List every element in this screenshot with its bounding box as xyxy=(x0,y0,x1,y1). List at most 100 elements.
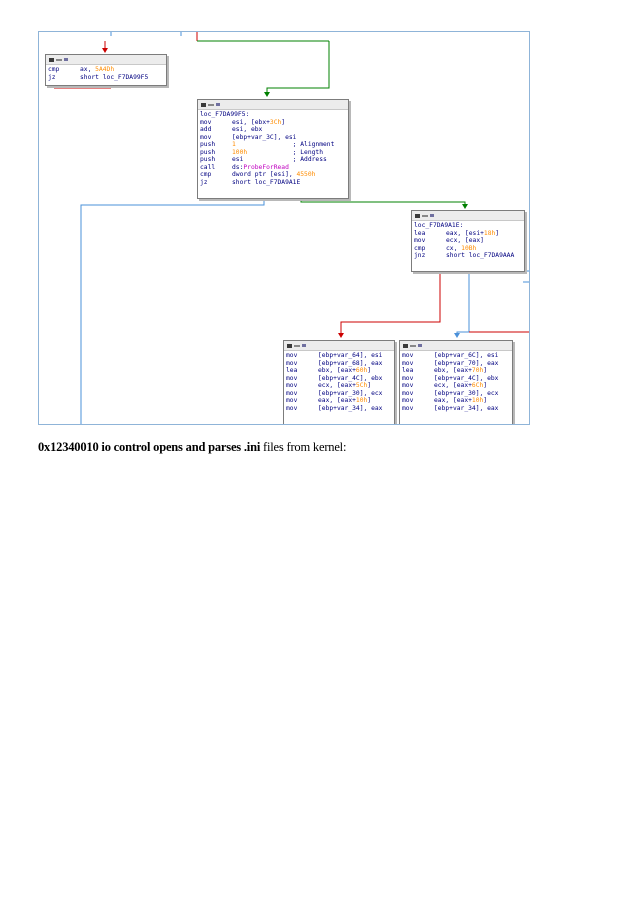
asm-mnemonic: cmp xyxy=(200,171,212,178)
asm-mnemonic: mov xyxy=(286,389,298,397)
asm-line: mov [ebp+var_4C], ebx xyxy=(402,375,510,383)
edge-false-block-c xyxy=(340,270,441,335)
block-header xyxy=(46,55,166,65)
asm-operands: [ebp+var_30], ecx xyxy=(434,389,499,397)
asm-mnemonic: mov xyxy=(402,382,414,389)
asm-mnemonic: cmp xyxy=(414,244,426,252)
asm-mnemonic: mov xyxy=(286,352,298,359)
asm-line: mov[ebp+var_30], ecx xyxy=(402,390,510,398)
asm-mnemonic: mov xyxy=(286,397,298,404)
arrowhead xyxy=(264,92,270,97)
asm-mnemonic: jnz xyxy=(414,252,426,259)
asm-mnemonic: lea xyxy=(414,229,426,237)
asm-operands: esi ; Address xyxy=(232,156,327,163)
asm-line: mov [ebp+var_6C], esi xyxy=(402,352,510,360)
link-icon xyxy=(208,103,214,106)
asm-line: jz short loc_F7DA99F5 xyxy=(48,74,164,82)
asm-operands: cx, 10Bh xyxy=(446,244,477,252)
asm-operands: ecx, [eax+6Ch] xyxy=(434,382,488,389)
asm-operands: eax, [eax+10h] xyxy=(434,397,488,404)
asm-operands: eax, [eax+10h] xyxy=(318,397,372,404)
asm-operands: 100h ; Length xyxy=(232,148,323,156)
asm-operands: short loc_F7DA99F5 xyxy=(80,73,149,81)
asm-operands: [ebp+var_6C], esi xyxy=(434,352,499,359)
asm-operands: [ebp+var_4C], ebx xyxy=(318,374,383,382)
asm-operands: dword ptr [esi], 4550h xyxy=(232,171,316,178)
asm-line: mov[ebp+var_64], esi xyxy=(286,352,392,360)
link-icon xyxy=(422,214,428,217)
asm-line: mov ecx, [eax+6Ch] xyxy=(402,382,510,390)
asm-operands: short loc_F7DA9A1E xyxy=(232,178,301,186)
graph-icon xyxy=(403,343,408,348)
asm-line: cmp ax, 5A4Dh xyxy=(48,66,164,74)
arrowhead xyxy=(102,48,108,53)
asm-operands: [ebp+var_68], eax xyxy=(318,359,383,367)
graph-icon xyxy=(287,343,292,348)
code-block-a: cmp ax, 5A4Dh jz short loc_F7DA99F5 xyxy=(45,54,167,86)
asm-line: push 100h ; Length xyxy=(200,149,346,157)
asm-operands: [ebp+var_34], eax xyxy=(434,404,499,412)
asm-mnemonic: push xyxy=(200,141,216,148)
block-header xyxy=(284,341,394,351)
asm-operands: ebx, [eax+70h] xyxy=(434,367,488,374)
asm-mnemonic: jz xyxy=(48,73,56,81)
sort-icon xyxy=(64,58,68,61)
asm-line: mov [ebp+var_34], eax xyxy=(402,405,510,413)
asm-line: cmp cx, 10Bh xyxy=(414,245,522,253)
asm-operands: eax, [esi+18h] xyxy=(446,229,500,237)
asm-mnemonic: mov xyxy=(402,352,414,359)
asm-operands: [ebp+var_4C], ebx xyxy=(434,374,499,382)
asm-line: mov [ebp+var_30], ecx xyxy=(286,390,392,398)
asm-operands: ds:ProbeForRead xyxy=(232,163,289,171)
asm-operands: 1 ; Alignment xyxy=(232,141,335,148)
caption-bold-text: 0x12340010 io control opens and parses .… xyxy=(38,440,261,454)
arrowhead xyxy=(462,204,468,209)
asm-operands: [ebp+var_70], eax xyxy=(434,359,499,367)
asm-mnemonic: jz xyxy=(200,178,208,186)
asm-operands: ecx, [eax+5Ch] xyxy=(318,382,372,389)
asm-line: cmp dword ptr [esi], 4550h xyxy=(200,171,346,179)
asm-operands: [ebp+var_3C], esi xyxy=(232,133,297,141)
block-header xyxy=(412,211,524,221)
asm-mnemonic: call xyxy=(200,163,216,171)
arrowhead xyxy=(454,333,460,338)
asm-line: mov[ebp+var_34], eax xyxy=(286,405,392,413)
asm-line: push 1 ; Alignment xyxy=(200,141,346,149)
asm-mnemonic: mov xyxy=(402,374,414,382)
disassembly-graph-screenshot: cmp ax, 5A4Dh jz short loc_F7DA99F5 loc_F7D… xyxy=(38,31,530,425)
asm-line: jz short loc_F7DA9A1E xyxy=(200,179,346,187)
asm-mnemonic: mov xyxy=(286,374,298,382)
caption-text: files from kernel: xyxy=(263,440,347,454)
link-icon xyxy=(56,58,62,61)
asm-operands: short loc_F7DA9AAA xyxy=(446,252,515,259)
asm-mnemonic: mov xyxy=(402,404,414,412)
asm-operands: ebx, [eax+60h] xyxy=(318,367,372,374)
asm-operands: [ebp+var_30], ecx xyxy=(318,389,383,397)
asm-label: loc_F7DA99F5: xyxy=(200,111,250,118)
figure-caption: 0x12340010 io control opens and parses .… xyxy=(38,440,346,455)
asm-listing: cmp ax, 5A4Dh jz short loc_F7DA99F5 xyxy=(46,65,166,81)
asm-mnemonic: cmp xyxy=(48,66,60,73)
graph-icon xyxy=(49,57,54,62)
edge-true-block-c xyxy=(456,270,470,335)
asm-mnemonic: push xyxy=(200,148,216,156)
asm-operands: ax, 5A4Dh xyxy=(80,66,115,73)
asm-mnemonic: lea xyxy=(402,367,414,374)
asm-line: mov[ebp+var_3C], esi xyxy=(200,134,346,142)
asm-mnemonic: lea xyxy=(286,367,298,374)
sort-icon xyxy=(430,214,434,217)
asm-line: mov eax, [eax+10h] xyxy=(286,397,392,405)
asm-line: mov[ebp+var_68], eax xyxy=(286,360,392,368)
edge-false-block-b xyxy=(80,198,265,424)
asm-line: lea eax, [esi+18h] xyxy=(414,230,522,238)
asm-line: lea ebx, [eax+60h] xyxy=(286,367,392,375)
